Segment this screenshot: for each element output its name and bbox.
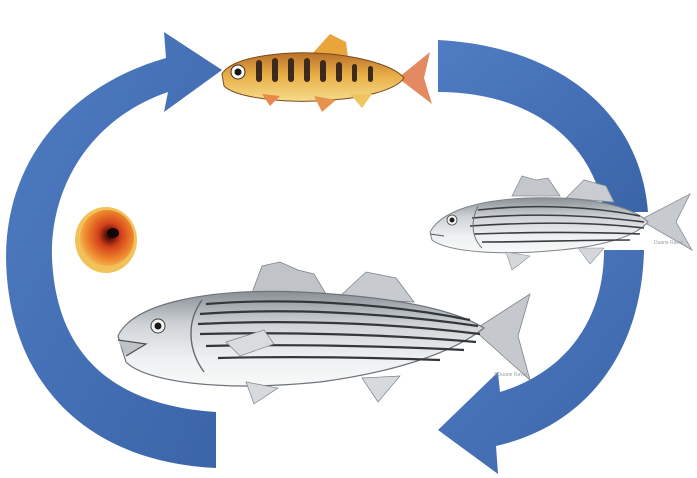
juvenile-striped-bass-icon — [430, 176, 692, 270]
fry-fish-icon — [222, 34, 432, 112]
egg-icon — [75, 207, 137, 273]
curved-arrow-icon — [438, 250, 644, 474]
adult-artist-credit: ©Duane Raver — [494, 372, 527, 378]
adult-striped-bass-icon — [118, 262, 530, 404]
juvenile-artist-credit: Duane Raver — [654, 240, 683, 246]
